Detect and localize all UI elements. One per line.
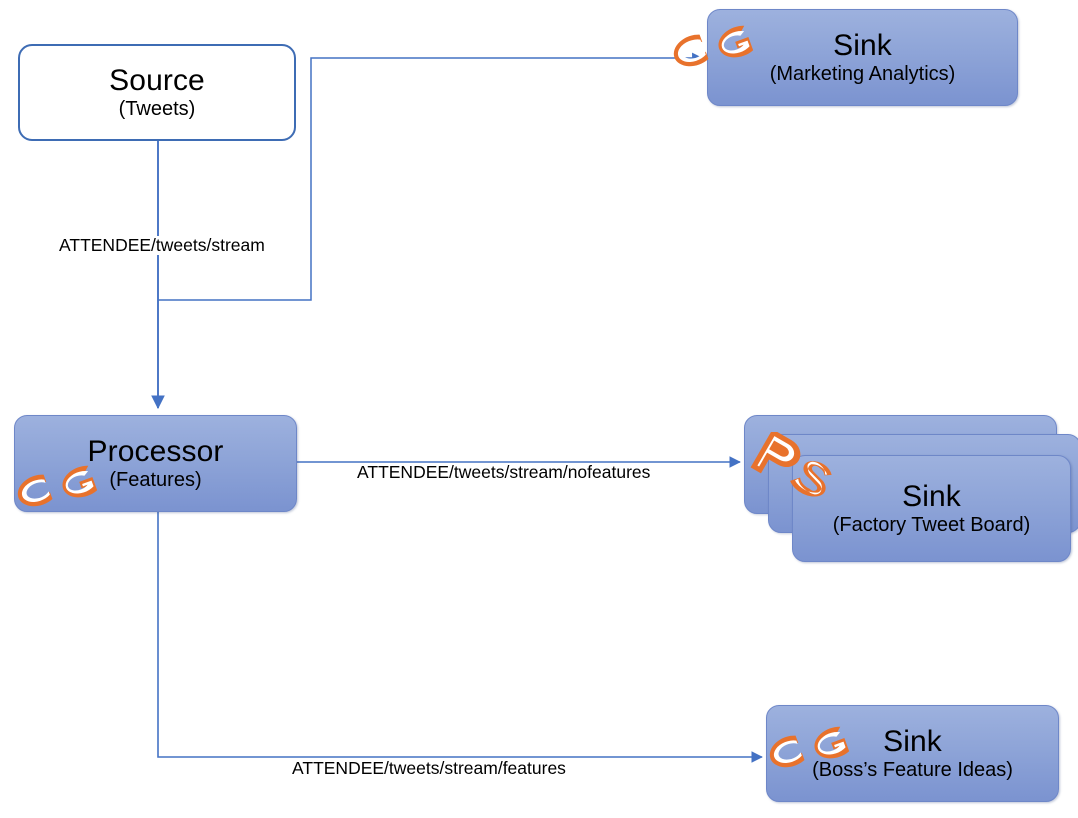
node-sink-boss-feature-ideas-title: Sink bbox=[883, 725, 942, 759]
node-source-title: Source bbox=[109, 64, 205, 98]
node-source-subtitle: (Tweets) bbox=[118, 97, 196, 120]
node-sink-boss-feature-ideas[interactable]: Sink (Boss’s Feature Ideas) bbox=[766, 705, 1059, 802]
node-processor[interactable]: Processor (Features) bbox=[14, 415, 297, 512]
node-sink-factory-tweet-board[interactable]: Sink (Factory Tweet Board) bbox=[792, 455, 1071, 562]
node-sink-marketing-analytics-title: Sink bbox=[833, 29, 892, 63]
node-processor-subtitle: (Features) bbox=[109, 468, 202, 491]
wire-processor-to-boss bbox=[157, 512, 763, 763]
node-sink-marketing-analytics-subtitle: (Marketing Analytics) bbox=[769, 62, 956, 85]
edge-label-processor-to-factory: ATTENDEE/tweets/stream/nofeatures bbox=[354, 462, 654, 483]
node-processor-title: Processor bbox=[87, 435, 224, 469]
node-sink-factory-tweet-board-title: Sink bbox=[902, 480, 961, 514]
node-sink-marketing-analytics[interactable]: Sink (Marketing Analytics) bbox=[707, 9, 1018, 106]
edge-label-source-to-processor: ATTENDEE/tweets/stream bbox=[56, 235, 268, 256]
node-sink-factory-tweet-board-subtitle: (Factory Tweet Board) bbox=[832, 513, 1031, 536]
edge-label-processor-to-boss: ATTENDEE/tweets/stream/features bbox=[289, 758, 569, 779]
node-source[interactable]: Source (Tweets) bbox=[18, 44, 296, 141]
node-sink-boss-feature-ideas-subtitle: (Boss’s Feature Ideas) bbox=[812, 758, 1013, 781]
